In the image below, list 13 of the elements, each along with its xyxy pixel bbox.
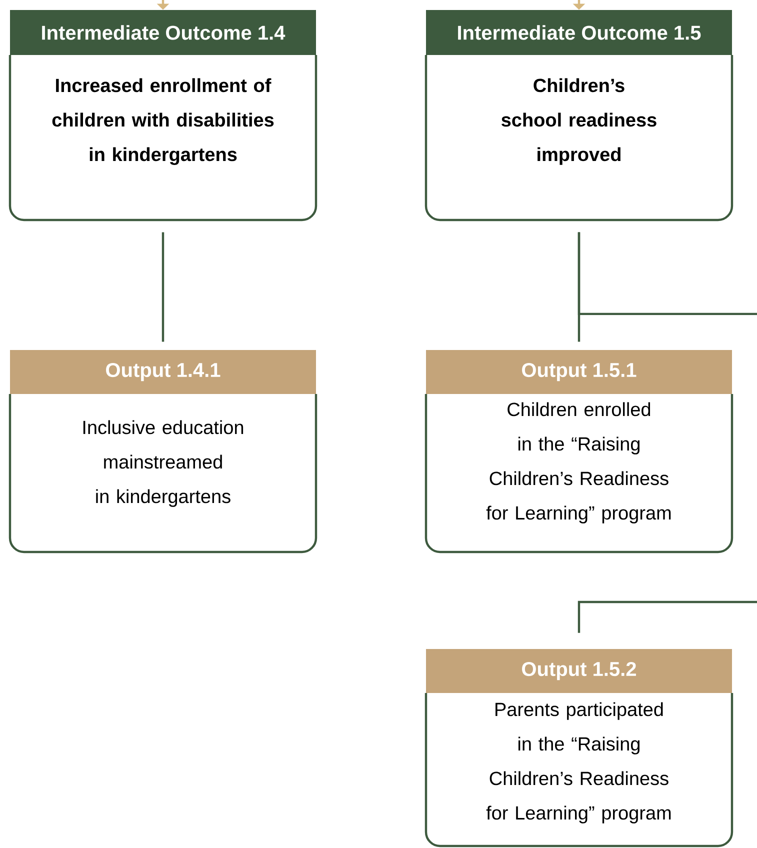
connector xyxy=(578,600,757,633)
node-label: Children enrolled in the “Raising Children’s Readiness for Learning” program xyxy=(486,402,671,524)
output-box: Output 1.4.1 Inclusive education mainstreamed in kindergartens xyxy=(8,350,318,554)
connector xyxy=(162,232,164,342)
outcome-box: Intermediate Outcome 1.5 Children’s school readiness improved xyxy=(424,10,734,222)
node-label: Inclusive education mainstreamed in kindergartens xyxy=(83,420,244,507)
output-box: Output 1.5.2 Parents participated in the “Raising Children’s Readiness for Learning” program xyxy=(424,649,734,848)
connector xyxy=(578,232,757,316)
output-box: Output 1.5.1 Children enrolled in the “Raising Children’s Readiness for Learning” program xyxy=(424,350,734,554)
outcome-box: Intermediate Outcome 1.4 Increased enrollment of children with disabilities in kindergartens xyxy=(8,10,318,222)
node-label: Parents participated in the “Raising Children’s Readiness for Learning” program xyxy=(486,702,671,824)
node-label: Increased enrollment of children with disabilities in kindergartens xyxy=(52,78,274,166)
node-label: Children’s school readiness improved xyxy=(502,78,656,165)
